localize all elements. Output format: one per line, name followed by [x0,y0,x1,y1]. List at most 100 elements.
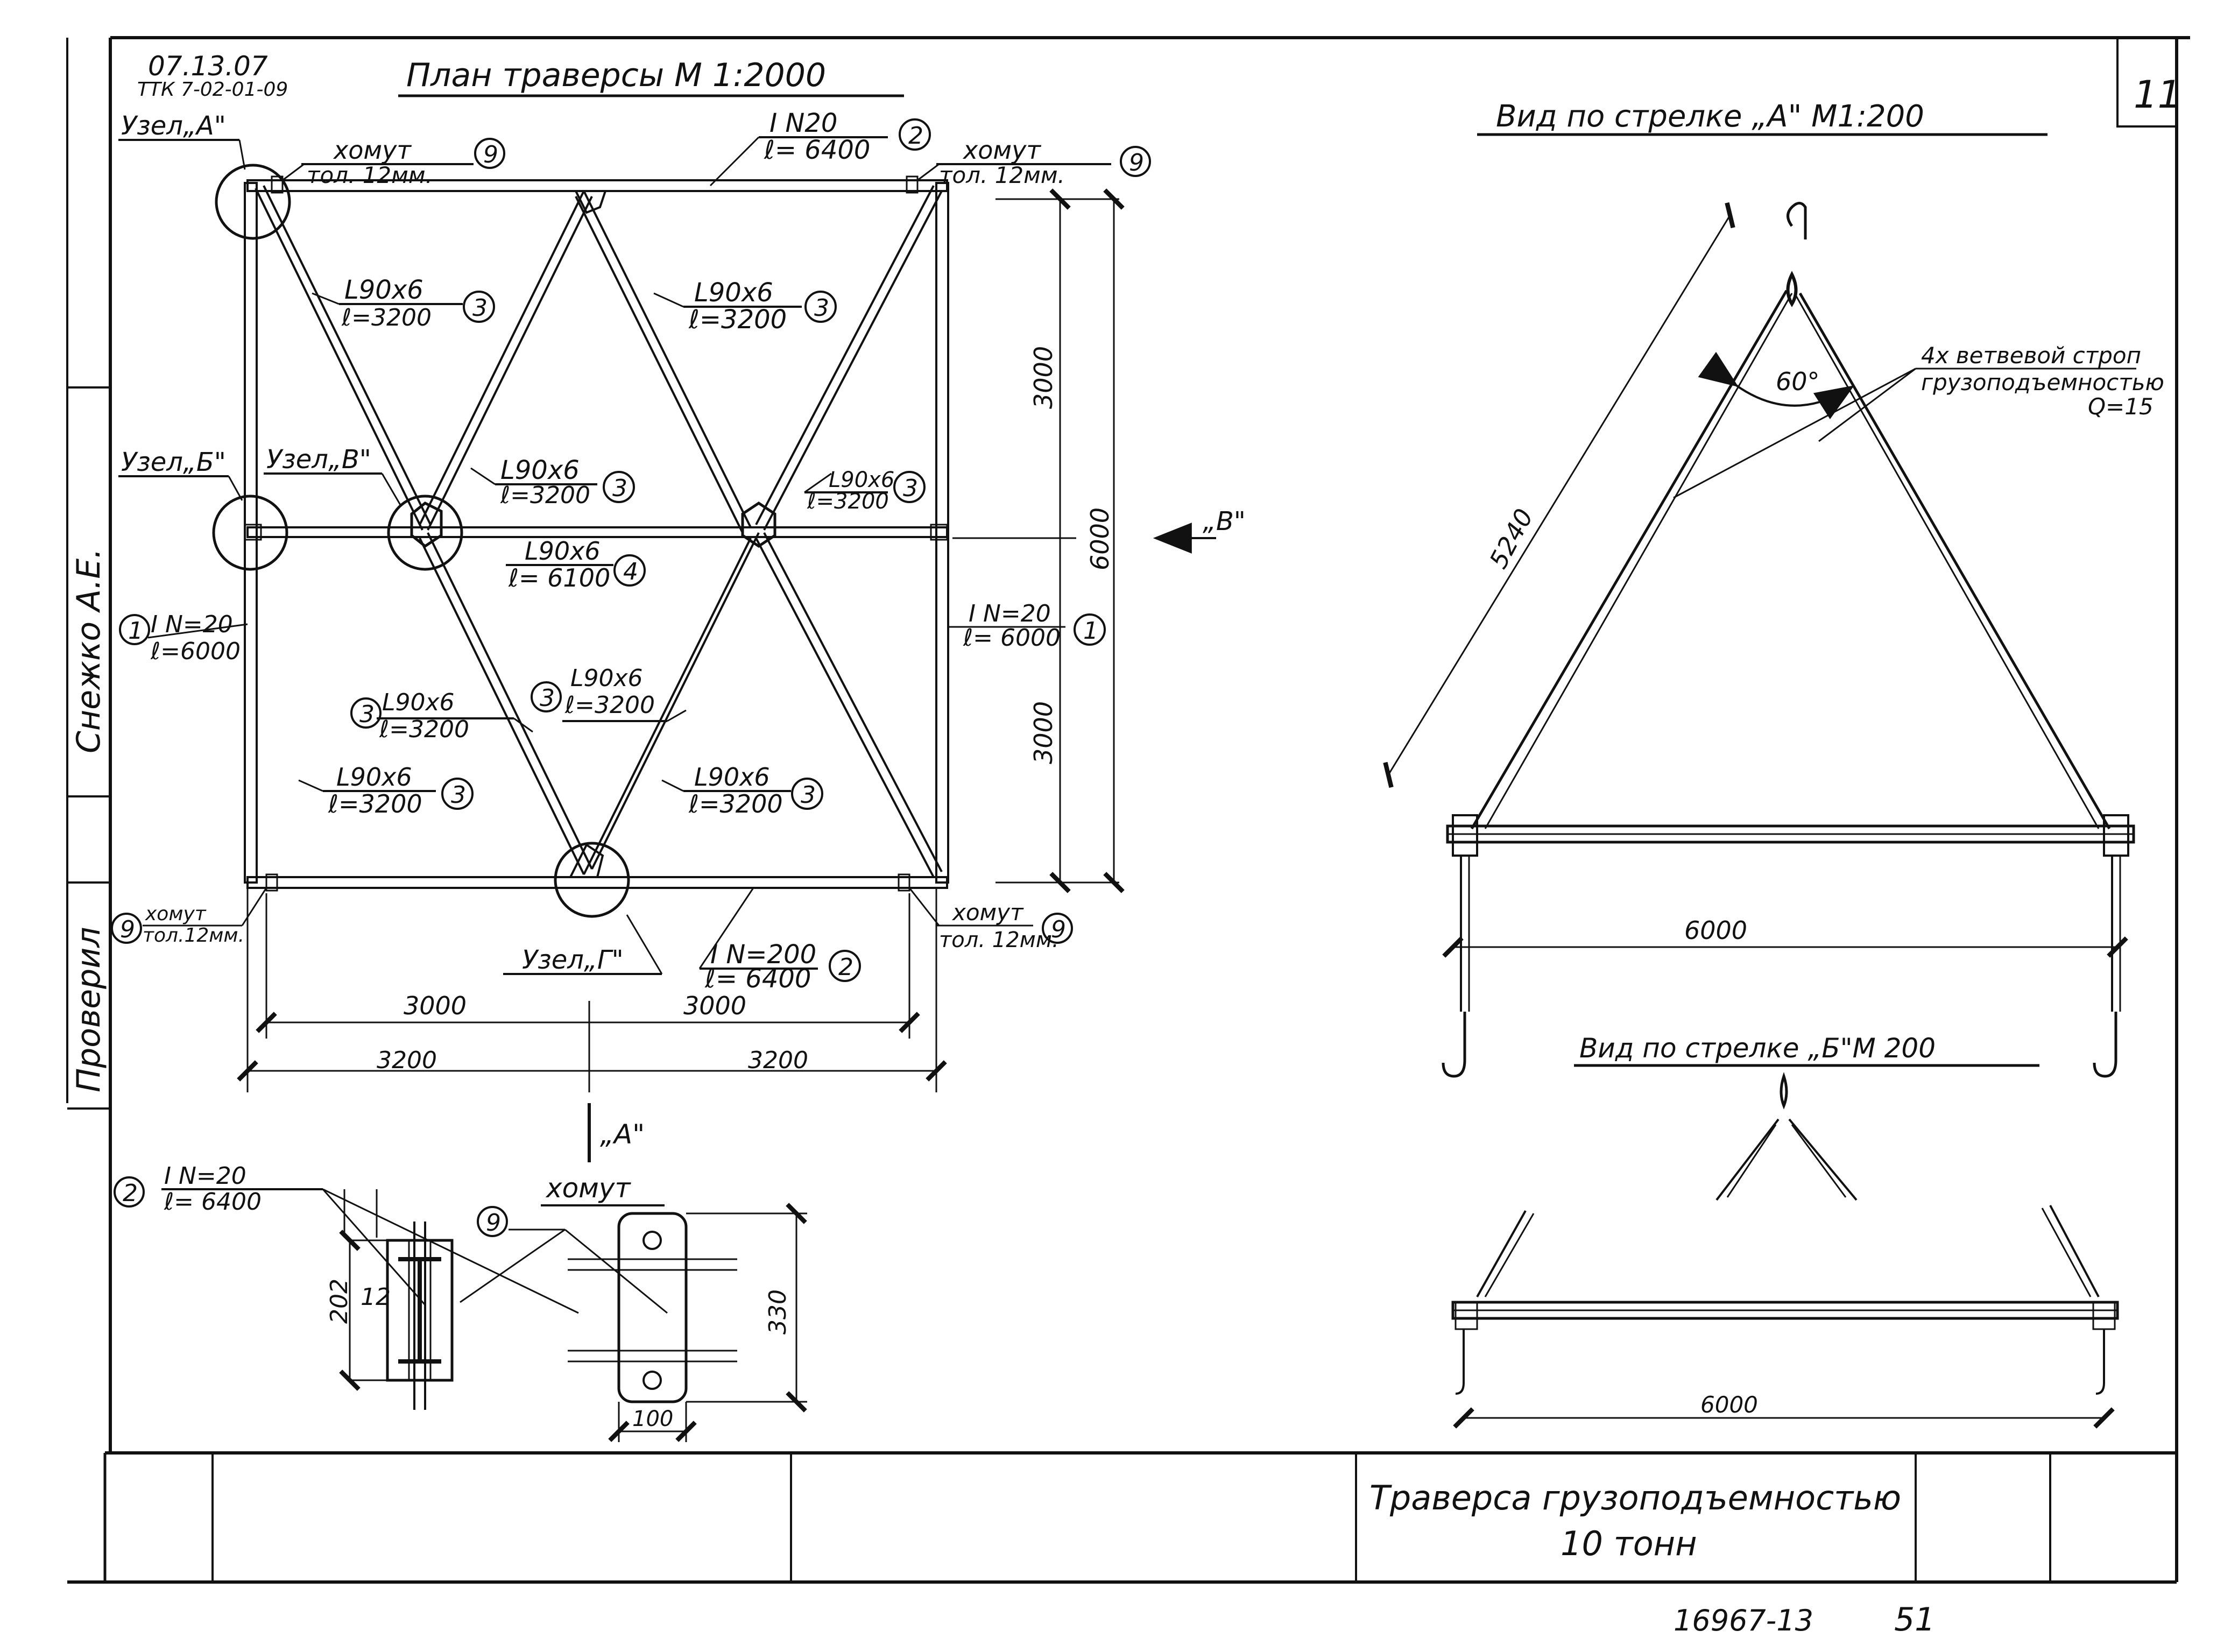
beam-right-callout: I N=20 ℓ= 6000 1 [948,600,1106,652]
hook-right-icon [2093,1012,2117,1078]
hook-b-right-icon [2095,1329,2105,1395]
node-a-label: Узел„А" [121,111,226,141]
sling-left-2 [1484,293,1793,829]
clamp-plate [617,1212,688,1403]
svg-text:3000: 3000 [683,991,746,1020]
svg-text:3: 3 [612,475,627,502]
plan-title: План траверсы М 1:2000 [406,57,826,94]
sling-desc-2: грузоподъемностью [1921,369,2164,396]
checker-name: Снежко А.Е. [70,548,108,753]
node-b-label: Узел„Б" [121,447,226,477]
node-g-circle [554,842,630,918]
svg-text:9: 9 [120,916,135,943]
svg-text:ℓ=3200: ℓ=3200 [341,304,432,331]
title-line-1: Траверса грузоподъемностью [1369,1478,1901,1517]
clamp-bl [265,873,278,892]
svg-text:L90x6: L90x6 [694,278,773,308]
svg-text:хомут: хомут [145,903,207,925]
svg-text:L90x6: L90x6 [382,689,455,716]
svg-text:3: 3 [451,781,466,809]
svg-text:1: 1 [1083,617,1098,645]
view-a: Вид по стрелке „А" М1:200 60° 4х ветвево… [1383,99,2164,1078]
sling-length: 5240 [1484,504,1539,573]
hook-b-left-icon [1455,1329,1465,1395]
clamp-tl [271,175,284,194]
beam-top-callout: I N20 ℓ= 6400 2 [709,108,931,187]
svg-text:3: 3 [801,781,816,809]
clamp-mid-left [244,524,262,541]
svg-text:тол. 12мм.: тол. 12мм. [939,928,1059,952]
svg-text:3000: 3000 [404,991,467,1020]
doc-code-1: 07.13.07 [148,51,268,82]
sling-length-dim [1383,202,1735,788]
clamp-width: 100 [632,1407,673,1431]
svg-text:3000: 3000 [1029,701,1058,764]
brace-mid-callout: L90x6 ℓ= 6100 4 [506,536,646,592]
checker-role: Проверил [70,927,108,1092]
doc-code-2: ТТК 7-02-01-09 [137,79,288,101]
view-b: Вид по стрелке „Б"М 200 6000 [1451,1033,2119,1429]
page-number: 51 [1894,1601,1935,1639]
svg-text:I N20: I N20 [769,108,837,138]
svg-text:9: 9 [1051,916,1066,943]
gusset-g [568,843,604,878]
svg-text:3: 3 [903,475,918,502]
svg-text:ℓ=3200: ℓ=3200 [564,691,655,719]
svg-text:ℓ=6000: ℓ=6000 [150,638,241,665]
node-v-circle [387,495,463,571]
svg-text:3: 3 [472,294,488,322]
svg-text:ℓ=3200: ℓ=3200 [688,789,783,818]
svg-text:ℓ=3200: ℓ=3200 [328,789,422,818]
angle-label: 60° [1776,367,1820,396]
svg-text:3: 3 [359,701,375,728]
view-a-title: Вид по стрелке „А" М1:200 [1496,99,1924,134]
clamp-mark-tl: 9 [483,141,498,168]
svg-text:ℓ= 6100: ℓ= 6100 [508,563,610,592]
svg-text:L90x6: L90x6 [336,763,412,792]
plan-dimensions: 3000 3000 3200 3200 3000 3000 6000 [237,188,1125,1092]
brace-callout-6: 3 L90x6 ℓ=3200 [350,689,533,743]
svg-text:2: 2 [838,954,853,981]
svg-text:тол. 12мм.: тол. 12мм. [307,162,433,188]
clamp-callout-bl: 9 хомут тол.12мм. [111,887,267,947]
section-height: 202 [326,1279,353,1324]
svg-text:L90x6: L90x6 [694,763,770,792]
drawing-number: 16967-13 [1674,1604,1813,1637]
svg-text:I N=200: I N=200 [710,940,816,970]
clamp-callout-tl: хомут тол. 12мм. 9 [282,136,505,188]
node-a-circle [215,164,291,240]
title-line-2: 10 тонн [1561,1524,1697,1563]
span-label-b: 6000 [1700,1392,1758,1418]
svg-text:L90x6: L90x6 [570,665,643,692]
svg-text:3200: 3200 [748,1047,808,1074]
brace-callout-2: L90x6 ℓ=3200 3 [653,278,837,335]
section-detail: 2 I N=20 ℓ= 6400 202 12 хомут 9 [114,1162,807,1442]
arrow-v-label: „В" [1203,506,1246,536]
node-g-label: Узел„Г" [522,945,624,975]
gusset-v [410,502,443,548]
svg-text:4: 4 [623,558,638,585]
beam-bottom-callout: I N=200 ℓ= 6400 2 [698,887,861,994]
svg-text:L90x6: L90x6 [344,275,423,305]
svg-text:ℓ=3200: ℓ=3200 [688,305,787,335]
svg-text:3200: 3200 [377,1047,437,1074]
brace-callout-8: L90x6 ℓ=3200 3 [661,763,823,818]
svg-text:хомут: хомут [962,136,1041,165]
section-length: ℓ= 6400 [164,1188,262,1216]
hook-b-icon [1780,1072,1788,1110]
svg-text:3: 3 [540,684,555,712]
clamp-height: 330 [764,1289,792,1335]
svg-text:тол.12мм.: тол.12мм. [143,924,244,947]
section-thk: 12 [361,1283,391,1311]
section-mark-beam: 2 [123,1180,138,1207]
svg-text:1: 1 [128,617,143,645]
brace-callout-5: L90x6 ℓ=3200 3 [531,665,687,722]
clamp-callout-br: хомут тол. 12мм. 9 [908,887,1073,952]
title-block: Траверса грузоподъемностью 10 тонн 16967… [103,1451,2177,1639]
diagonal-braces [255,185,943,878]
svg-text:2: 2 [908,122,923,150]
view-b-title: Вид по стрелке „Б"М 200 [1579,1033,1936,1064]
sheet-frame [66,36,2190,1584]
svg-text:3: 3 [814,294,829,322]
clamp-mid-right [930,524,948,541]
